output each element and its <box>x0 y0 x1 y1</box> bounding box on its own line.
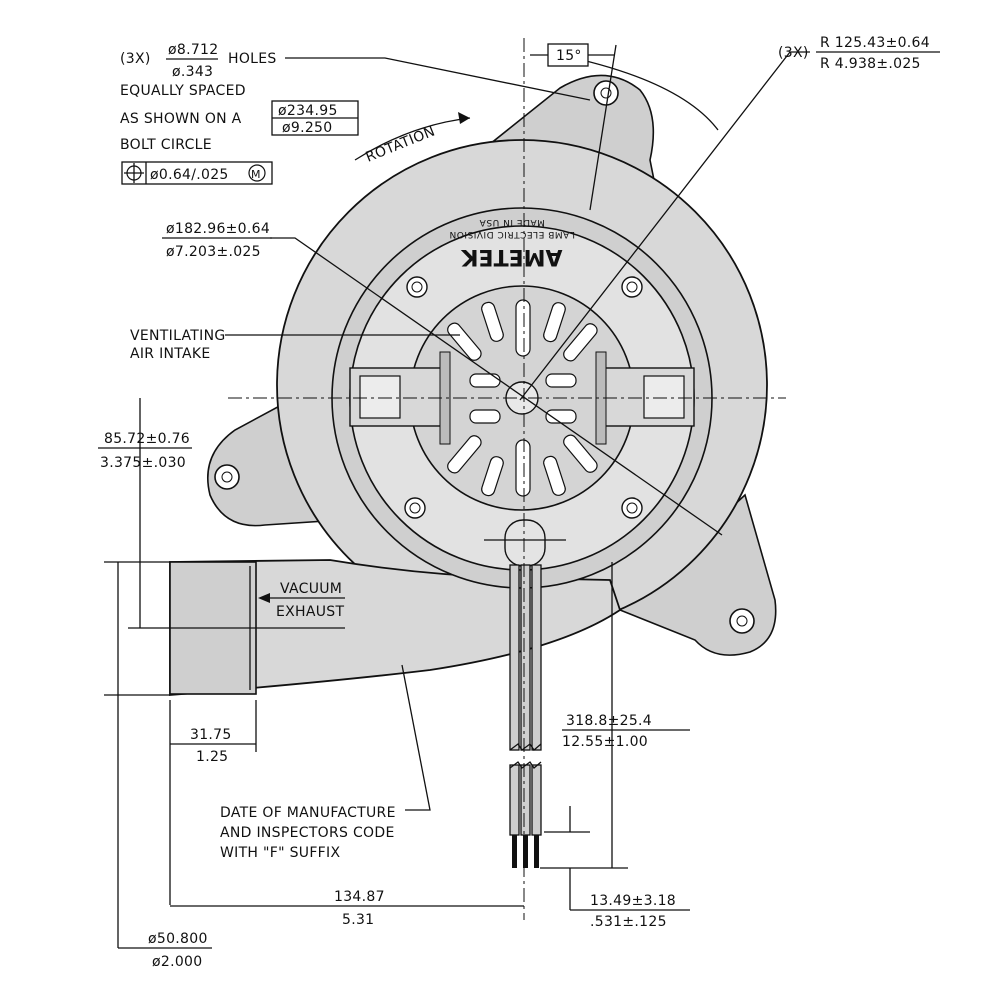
holes-qty: (3X) <box>120 51 151 67</box>
holes-dia-in: ø.343 <box>172 64 213 80</box>
radius-in: R 4.938±.025 <box>820 56 921 72</box>
radius-callout: (3X) R 125.43±0.64 R 4.938±.025 <box>778 35 940 72</box>
center-offset-in: 3.375±.030 <box>100 455 186 471</box>
housing-dia-mm: ø182.96±0.64 <box>166 221 270 237</box>
position-tol-modifier: M <box>251 168 261 181</box>
brush-holder-left <box>349 351 451 445</box>
motor-bolts <box>404 276 643 519</box>
housing-diameter-callout: ø182.96±0.64 ø7.203±.025 <box>162 221 272 260</box>
date-label-line1: DATE OF MANUFACTURE <box>220 805 396 821</box>
vent-slots <box>447 299 598 497</box>
holes-dia-mm: ø8.712 <box>168 42 218 58</box>
bolt-circle-in: ø9.250 <box>282 120 332 136</box>
brand-division: LAMB ELECTRIC DIVISION <box>449 229 575 239</box>
brush-holder-right <box>595 351 695 445</box>
exhaust-length-in: 1.25 <box>196 749 228 765</box>
width-mm: 134.87 <box>334 889 385 905</box>
outlet-dia-in: ø2.000 <box>152 954 202 970</box>
bolt-circle-mm: ø234.95 <box>278 103 338 119</box>
holes-line3: AS SHOWN ON A <box>120 111 242 127</box>
outlet-dia-mm: ø50.800 <box>148 931 208 947</box>
brand-name: AMETEK <box>461 244 563 269</box>
position-tol: ø0.64/.025 <box>150 167 229 183</box>
vent-label-line1: VENTILATING <box>130 328 226 344</box>
date-label-line2: AND INSPECTORS CODE <box>220 825 395 841</box>
vacuum-label-line1: VACUUM <box>280 581 342 597</box>
mounting-holes <box>214 80 755 634</box>
lead-wires <box>484 519 566 868</box>
date-label-line3: WITH "F" SUFFIX <box>220 845 340 861</box>
radius-qty: (3X) <box>778 45 809 61</box>
radius-mm: R 125.43±0.64 <box>820 35 930 51</box>
vent-label-line2: AIR INTAKE <box>130 346 211 362</box>
strip-length-in: .531±.125 <box>590 914 667 930</box>
center-offset-mm: 85.72±0.76 <box>104 431 190 447</box>
exhaust-length-mm: 31.75 <box>190 727 232 743</box>
lead-length-in: 12.55±1.00 <box>562 734 648 750</box>
brand-origin: MADE IN USA <box>479 217 545 227</box>
holes-line2: EQUALLY SPACED <box>120 83 246 99</box>
angle-label: 15° <box>556 48 582 64</box>
holes-callout: (3X) ø8.712 ø.343 HOLES EQUALLY SPACED A… <box>120 42 359 185</box>
width-in: 5.31 <box>342 912 374 928</box>
strip-length-mm: 13.49±3.18 <box>590 893 676 909</box>
holes-line4: BOLT CIRCLE <box>120 137 212 153</box>
lead-length-mm: 318.8±25.4 <box>566 713 652 729</box>
holes-word: HOLES <box>228 51 277 67</box>
housing-dia-in: ø7.203±.025 <box>166 244 261 260</box>
vacuum-label-line2: EXHAUST <box>276 604 344 620</box>
brand-marking: AMETEK LAMB ELECTRIC DIVISION MADE IN US… <box>449 217 575 269</box>
